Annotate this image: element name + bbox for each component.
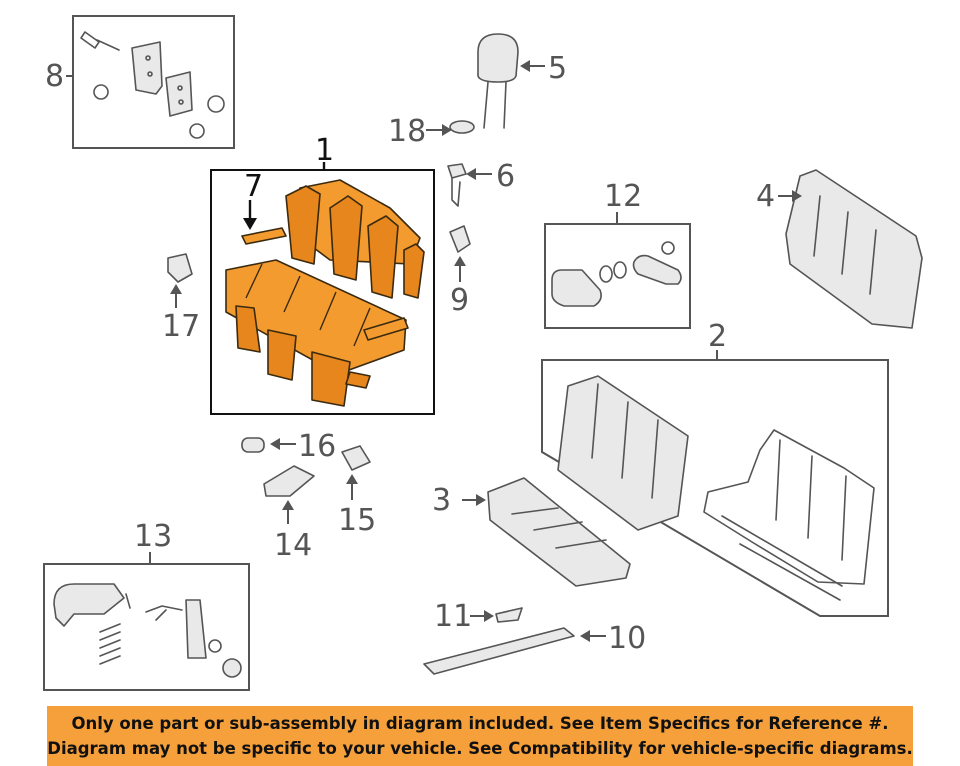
callout-1: 1 xyxy=(315,133,334,168)
part-4-seat-back-panel xyxy=(785,169,923,329)
part-3-seat-cushion xyxy=(487,477,631,587)
callout-14: 14 xyxy=(274,528,312,563)
callout-16: 16 xyxy=(298,429,336,464)
part-1-seat-assembly xyxy=(225,179,425,407)
part-6-guide xyxy=(447,163,467,207)
part-11-trim xyxy=(495,607,523,623)
callout-5: 5 xyxy=(548,51,567,86)
callout-9: 9 xyxy=(450,283,469,318)
callout-6: 6 xyxy=(496,159,515,194)
part-10-rail-cover xyxy=(423,627,575,675)
part-5-headrest xyxy=(477,33,519,129)
callout-17: 17 xyxy=(162,309,200,344)
part-17-cover xyxy=(167,253,193,283)
callout-12: 12 xyxy=(604,179,642,214)
disclaimer-line-1: Only one part or sub-assembly in diagram… xyxy=(71,714,889,733)
callout-2: 2 xyxy=(708,319,727,354)
callout-10: 10 xyxy=(608,621,646,656)
parts-diagram: 8 5 18 6 9 1 xyxy=(43,15,923,691)
part-2-seat-frame-assembly xyxy=(557,375,875,601)
part-9-cover xyxy=(449,225,471,253)
callout-7: 7 xyxy=(244,169,263,204)
part-12-handle-kit xyxy=(551,241,682,307)
callout-18: 18 xyxy=(388,114,426,149)
part-18-clip xyxy=(449,120,475,134)
callout-11: 11 xyxy=(434,599,472,634)
disclaimer-banner: Only one part or sub-assembly in diagram… xyxy=(47,706,913,766)
part-15-bracket xyxy=(341,445,371,471)
part-16-pin xyxy=(241,437,265,453)
disclaimer-line-2: Diagram may not be specific to your vehi… xyxy=(47,739,913,758)
part-1-seat-box xyxy=(210,169,435,415)
callout-4: 4 xyxy=(756,179,775,214)
callout-8: 8 xyxy=(45,59,64,94)
callout-15: 15 xyxy=(338,503,376,538)
part-14-latch xyxy=(263,465,315,497)
part-8-hinge-hardware xyxy=(72,15,235,149)
callout-3: 3 xyxy=(432,483,451,518)
part-13-release-handle-kit xyxy=(53,583,242,678)
callout-13: 13 xyxy=(134,519,172,554)
